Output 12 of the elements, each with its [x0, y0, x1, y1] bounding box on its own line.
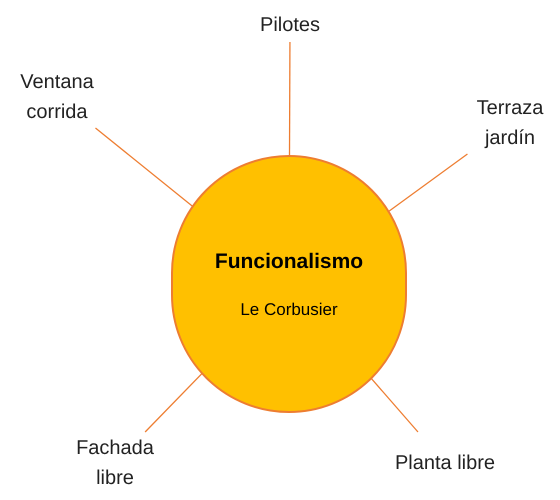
concept-text: Terraza jardín	[476, 96, 544, 151]
concept-text: Planta libre	[394, 451, 496, 476]
concept-text: Pilotes	[260, 13, 320, 38]
concept-text: Ventana corrida	[19, 70, 95, 125]
connector-line	[386, 153, 468, 213]
central-subtitle: Le Corbusier	[240, 299, 338, 321]
connector-line	[370, 376, 418, 432]
central-title: Funcionalismo	[214, 248, 364, 274]
connector-line	[144, 372, 204, 432]
connector-line	[288, 42, 291, 155]
connector-line	[95, 128, 194, 208]
concept-text: Fachada libre	[75, 436, 155, 491]
